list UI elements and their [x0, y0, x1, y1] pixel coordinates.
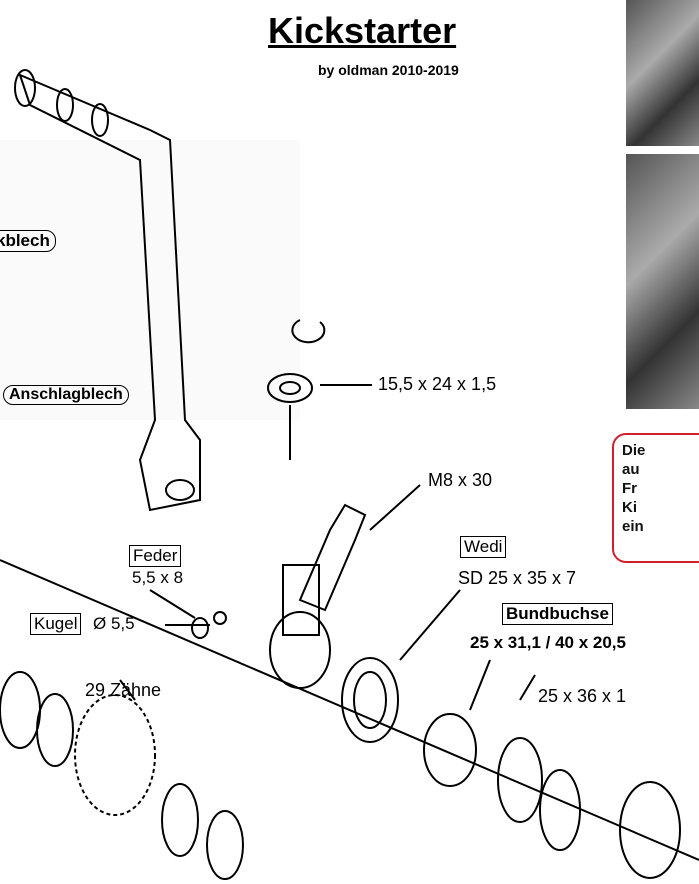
note-line: ein [622, 518, 644, 535]
faded-background-panel [0, 140, 300, 420]
bushing [423, 713, 477, 787]
seal [341, 657, 399, 743]
label-anschlagblech: Anschlagblech [3, 385, 129, 405]
label-bundbuchse: Bundbuchse [502, 603, 613, 625]
label-wedi: Wedi [460, 536, 507, 558]
label-shim: 25 x 36 x 1 [538, 686, 627, 706]
label-kugel: Kugel [30, 613, 82, 635]
shim [497, 737, 543, 823]
gear [74, 694, 156, 816]
label-kugel-size: Ø 5,5 [93, 614, 135, 633]
label-feder-size: 5,5 x 8 [132, 568, 184, 587]
page-subtitle: by oldman 2010-2019 [318, 62, 459, 78]
label-washer: 15,5 x 24 x 1,5 [378, 374, 497, 394]
note-line: Ki [622, 499, 637, 516]
label-bundbuchse-size: 25 x 31,1 / 40 x 20,5 [470, 633, 626, 652]
label-blech: kblech [0, 230, 56, 252]
note-box: Die au Fr Ki ein [612, 433, 699, 563]
page-title: Kickstarter [268, 10, 457, 51]
note-line: Fr [622, 480, 637, 497]
label-feder: Feder [129, 545, 182, 567]
washer [267, 373, 313, 403]
note-line: au [622, 461, 640, 478]
label-wedi-size: SD 25 x 35 x 7 [458, 568, 577, 588]
label-bolt: M8 x 30 [428, 470, 493, 490]
bolt [298, 503, 367, 612]
spring [191, 617, 209, 639]
circlip [291, 319, 326, 344]
note-line: Die [622, 442, 646, 459]
lever-grip-end [14, 69, 36, 107]
kick-shaft-hub [269, 611, 331, 689]
kick-lever [18, 73, 201, 512]
label-gear: 29 Zähne [85, 680, 162, 700]
photo-top [626, 0, 699, 146]
photo-middle [626, 154, 699, 409]
